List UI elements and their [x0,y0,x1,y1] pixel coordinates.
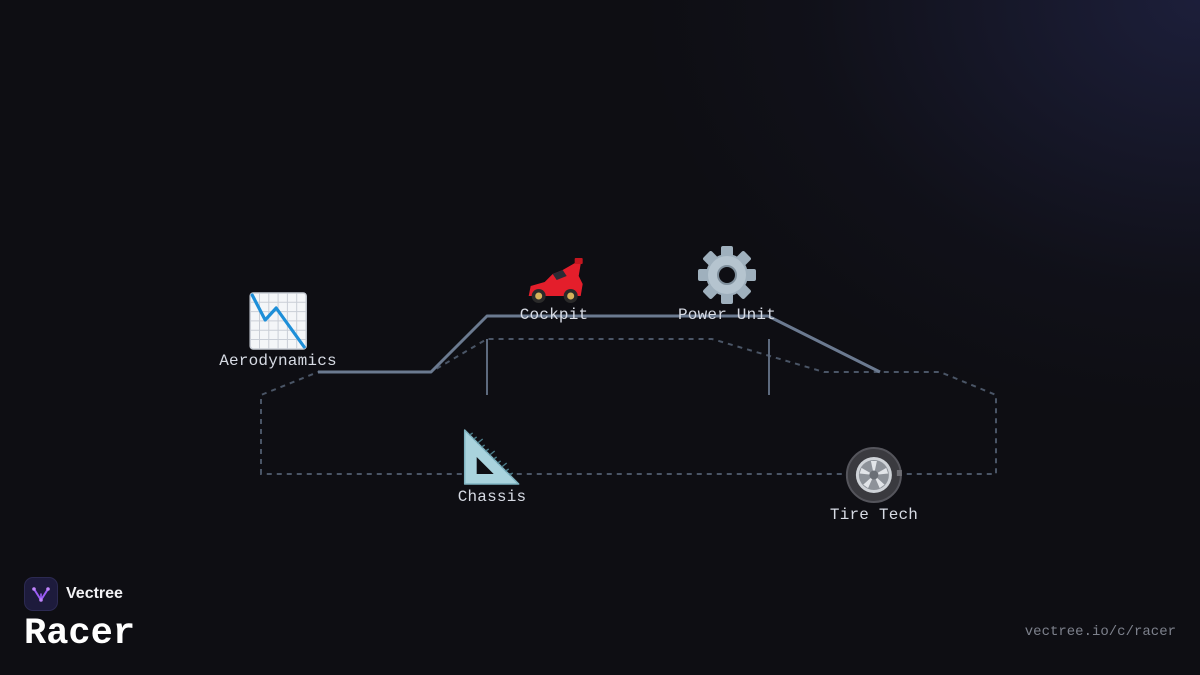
brand-name: Vectree [66,585,123,602]
node-tire-tech[interactable]: Tire Tech [830,446,918,524]
racing-car-icon [523,246,585,304]
node-aerodynamics[interactable]: Aerodynamics [219,292,337,370]
node-label: Aerodynamics [219,352,337,370]
node-label: Chassis [457,488,527,506]
node-cockpit[interactable]: Cockpit [520,246,589,324]
car-profile-solid [318,314,881,374]
vectree-logo-icon [24,577,58,611]
chart-decreasing-icon [247,292,309,350]
course-title: Racer [24,613,136,655]
brand: Vectree [24,577,123,611]
node-label: Tire Tech [829,506,919,524]
node-label: Cockpit [519,306,589,324]
car-outline-dashed [260,338,997,475]
node-chassis[interactable]: Chassis [458,428,527,506]
node-power-unit[interactable]: Power Unit [678,246,776,324]
gear-icon [696,246,758,304]
course-url-link[interactable]: vectree.io/c/racer [1024,624,1176,640]
node-label: Power Unit [677,306,777,324]
triangular-ruler-icon [461,428,523,486]
wheel-icon [843,446,905,504]
